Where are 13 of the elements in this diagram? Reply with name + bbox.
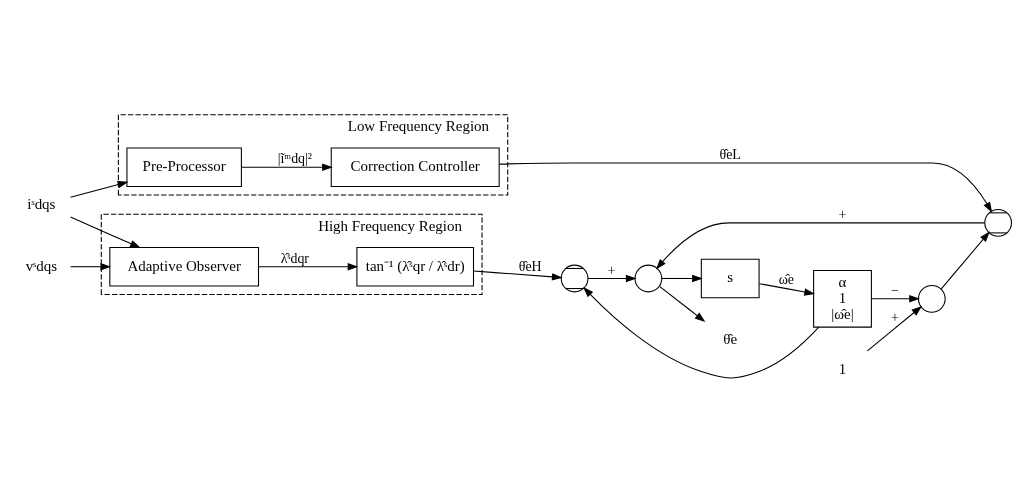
- edge-label: ω̂e: [778, 271, 795, 287]
- edge-label: |ĩᵐdq|²: [277, 150, 312, 166]
- edge-label: +: [838, 206, 847, 222]
- edge-label: θ̂eL: [719, 146, 741, 162]
- node-text: θ̂e: [723, 330, 738, 347]
- node-text: vˢdqs: [25, 257, 58, 274]
- edge-label: θ̂eH: [518, 258, 542, 274]
- edge-label: −: [890, 282, 899, 298]
- node-text: iˢdqs: [27, 195, 56, 212]
- edge-label: +: [890, 309, 899, 325]
- edge-label: λ̂ˢdqr: [280, 250, 309, 266]
- node-text: 1: [838, 360, 847, 377]
- edge-label: +: [607, 262, 616, 278]
